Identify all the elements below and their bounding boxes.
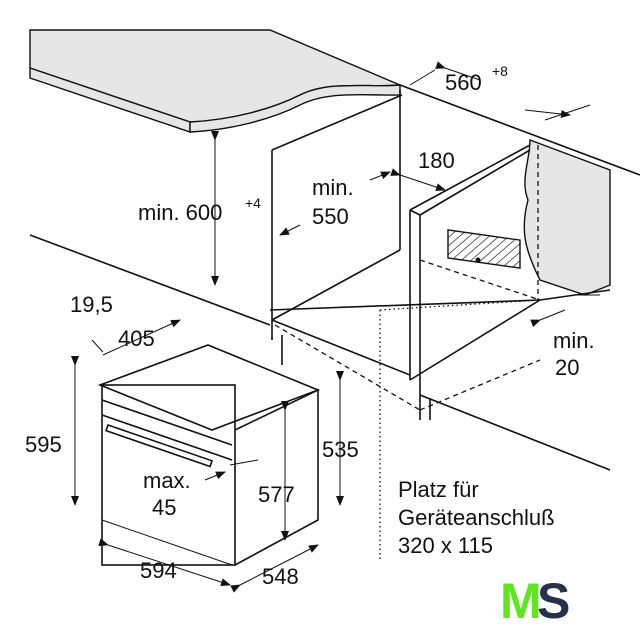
svg-text:S: S: [537, 573, 570, 629]
connection-box: [447, 229, 521, 269]
note-line3: 320 x 115: [398, 533, 493, 558]
dim-handle-l1: max.: [143, 468, 191, 493]
dim-inner-height: 577: [258, 482, 295, 507]
dim-handle-l2: 45: [152, 495, 176, 520]
dim-depth: 548: [262, 564, 299, 589]
ms-logo: M S: [500, 573, 570, 629]
dim-width: 594: [140, 558, 177, 583]
dim-niche-height: min. 600: [138, 200, 222, 225]
countertop: [29, 29, 401, 133]
dim-front-panel: 19,5: [70, 292, 113, 317]
note-line1: Platz für: [398, 477, 479, 502]
dim-side-gap-l2: 20: [555, 355, 579, 380]
oven-handle: [105, 423, 214, 468]
dim-rear-gap: 180: [418, 148, 455, 173]
dim-side-gap-l1: min.: [553, 328, 595, 353]
niche: [271, 90, 611, 560]
dim-body-depth: 405: [118, 326, 155, 351]
dim-countertop-depth: 560: [445, 70, 482, 95]
dim-height-total: 595: [25, 432, 62, 457]
dim-niche-depth-l1: min.: [312, 175, 354, 200]
note-line2: Geräteanschluß: [398, 505, 555, 530]
dim-countertop-tol: +8: [492, 63, 508, 79]
right-cabinet: [523, 138, 611, 296]
svg-text:M: M: [500, 573, 542, 629]
dim-niche-height-tol: +4: [245, 195, 261, 211]
dim-niche-depth-l2: 550: [312, 204, 349, 229]
dim-height-body: 535: [322, 437, 359, 462]
oven: [97, 344, 321, 566]
